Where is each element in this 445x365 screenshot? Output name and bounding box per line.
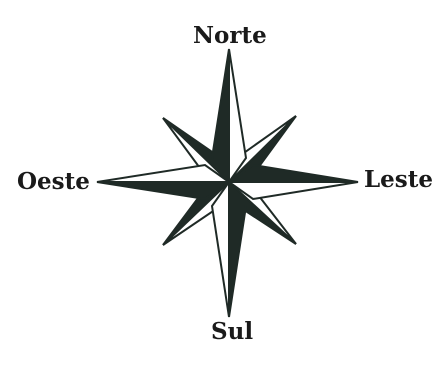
west-label: Oeste <box>17 170 90 193</box>
west-point-light <box>97 165 229 182</box>
north-label: Norte <box>193 24 267 47</box>
south-point-dark <box>229 182 246 317</box>
east-point-dark <box>229 165 358 182</box>
west-point-dark <box>97 182 229 199</box>
east-point-light <box>229 182 358 199</box>
east-label: Leste <box>364 168 433 191</box>
south-label: Sul <box>211 320 253 343</box>
north-point-light <box>229 49 246 182</box>
south-point-light <box>212 182 229 317</box>
north-point-dark <box>212 49 229 182</box>
